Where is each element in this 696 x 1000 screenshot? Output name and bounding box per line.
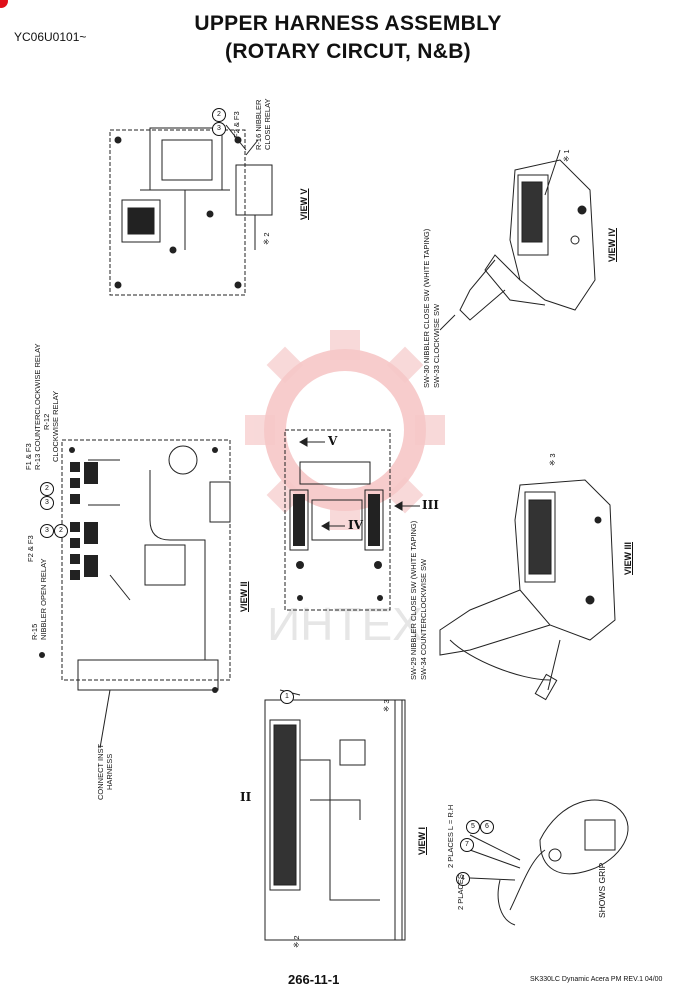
arrow-label-iv: IV bbox=[348, 518, 363, 532]
callout-2-view-ii: 2 bbox=[40, 482, 54, 496]
grip-shows-grip: SHOWS GRIP bbox=[597, 862, 607, 918]
callout-2: 2 bbox=[212, 108, 226, 122]
callout-5: 5 bbox=[466, 820, 480, 834]
page-number: 266-11-1 bbox=[288, 972, 340, 987]
title-line-2: (ROTARY CIRCUT, N&B) bbox=[225, 40, 471, 63]
title-line-1: UPPER HARNESS ASSEMBLY bbox=[194, 12, 502, 35]
grip-places: 2 PLACES bbox=[456, 874, 465, 910]
callout-3: 3 bbox=[212, 122, 226, 136]
callout-1: 1 bbox=[280, 690, 294, 704]
arrow-label-iii: III bbox=[422, 498, 439, 512]
arrow-label-v: V bbox=[328, 434, 338, 448]
corner-mark bbox=[0, 0, 8, 8]
grip-places-rh: 2 PLACES L = R.H bbox=[446, 804, 455, 868]
callout-6: 6 bbox=[480, 820, 494, 834]
callout-3-view-ii-lower: 3 bbox=[40, 524, 54, 538]
callout-4: 4 bbox=[456, 872, 470, 886]
document-code: YC06U0101~ bbox=[14, 30, 87, 44]
callout-2-view-ii-lower: 2 bbox=[54, 524, 68, 538]
callout-7: 7 bbox=[460, 838, 474, 852]
footer-reference: SK330LC Dynamic Acera PM REV.1 04/00 bbox=[530, 976, 663, 983]
svg-text:ИНТЕХ: ИНТЕХ bbox=[267, 598, 423, 650]
callout-3-view-ii: 3 bbox=[40, 496, 54, 510]
view-i-roman-ii: II bbox=[240, 790, 252, 804]
